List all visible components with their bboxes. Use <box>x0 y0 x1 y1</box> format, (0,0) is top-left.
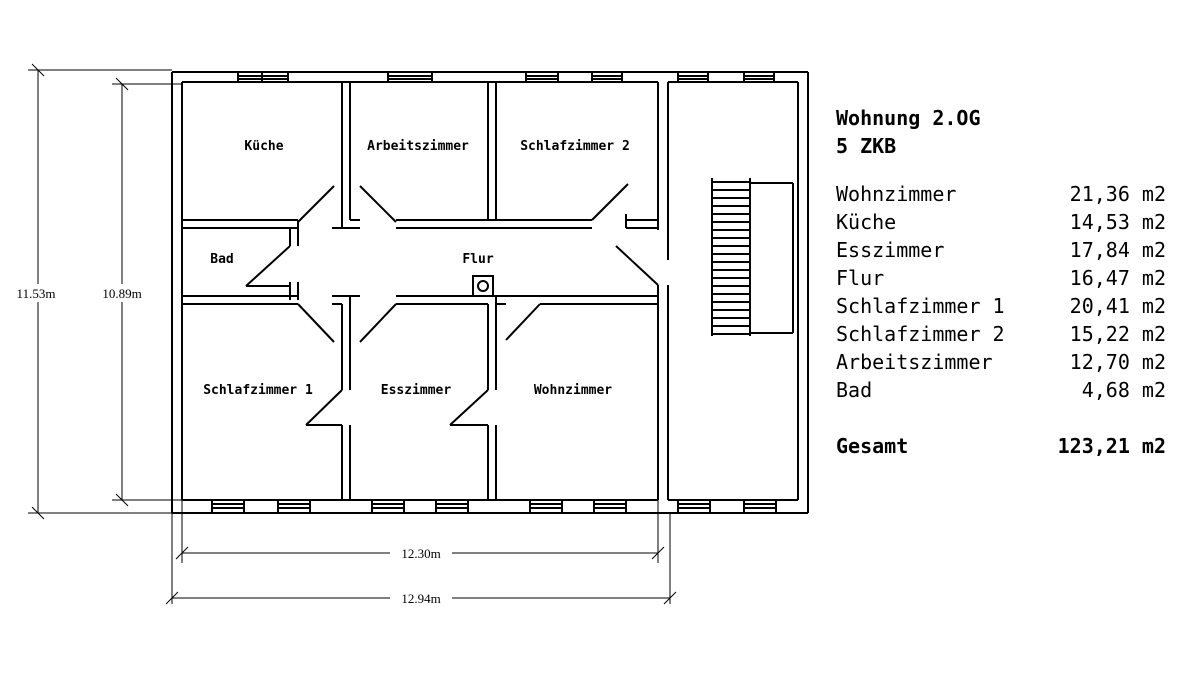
total-label: Gesamt <box>836 434 909 458</box>
room-name: Schlafzimmer 2 <box>836 322 1005 346</box>
room-area: 20,41 m2 <box>1069 294 1166 318</box>
area-summary: Wohnung 2.OG 5 ZKB Wohnzimmer 21,36 m2 Kü… <box>836 104 1166 460</box>
apartment-type: 5 ZKB <box>836 134 897 158</box>
room-label-wohnzimmer: Wohnzimmer <box>534 383 612 398</box>
room-name: Küche <box>836 210 897 234</box>
room-name: Bad <box>836 378 873 402</box>
room-area: 16,47 m2 <box>1069 266 1166 290</box>
outer-height-label: 11.53m <box>17 286 56 301</box>
room-name: Flur <box>836 266 885 290</box>
list-item: Schlafzimmer 2 15,22 m2 <box>836 320 1166 348</box>
room-label-flur: Flur <box>462 252 493 267</box>
windows-top <box>237 72 775 82</box>
inner-width-label: 12.30m <box>401 546 440 561</box>
room-label-kueche: Küche <box>244 139 283 154</box>
room-label-schlafzimmer1: Schlafzimmer 1 <box>203 383 313 398</box>
interior-walls <box>182 82 669 500</box>
outer-width-label: 12.94m <box>401 591 440 606</box>
room-name: Wohnzimmer <box>836 182 957 206</box>
room-area-list: Wohnzimmer 21,36 m2 Küche 14,53 m2 Esszimm… <box>836 180 1166 404</box>
room-name: Schlafzimmer 1 <box>836 294 1005 318</box>
doors <box>245 183 659 426</box>
list-item: Arbeitszimmer 12,70 m2 <box>836 348 1166 376</box>
windows-bottom <box>211 500 777 513</box>
room-name: Esszimmer <box>836 238 945 262</box>
room-area: 15,22 m2 <box>1069 322 1166 346</box>
apartment-title: Wohnung 2.OG <box>836 106 981 130</box>
room-area: 17,84 m2 <box>1069 238 1166 262</box>
list-item: Schlafzimmer 1 20,41 m2 <box>836 292 1166 320</box>
list-item: Küche 14,53 m2 <box>836 208 1166 236</box>
chimney <box>472 275 494 297</box>
list-item: Bad 4,68 m2 <box>836 376 1166 404</box>
list-item: Esszimmer 17,84 m2 <box>836 236 1166 264</box>
inner-height-label: 10.89m <box>102 286 141 301</box>
room-name: Arbeitszimmer <box>836 350 993 374</box>
room-label-schlafzimmer2: Schlafzimmer 2 <box>520 139 630 154</box>
room-area: 4,68 m2 <box>1081 378 1166 402</box>
list-item: Wohnzimmer 21,36 m2 <box>836 180 1166 208</box>
room-area: 21,36 m2 <box>1069 182 1166 206</box>
room-label-esszimmer: Esszimmer <box>381 383 452 398</box>
room-label-bad: Bad <box>210 252 233 267</box>
total-area: 123,21 m2 <box>1057 434 1166 458</box>
room-label-arbeitszimmer: Arbeitszimmer <box>367 139 469 154</box>
floor-plan: 11.53m 10.89m 12.30m 12.94m Küche Arbeit… <box>16 63 809 606</box>
list-item: Flur 16,47 m2 <box>836 264 1166 292</box>
total-row: Gesamt 123,21 m2 <box>836 432 1166 460</box>
staircase <box>711 178 794 336</box>
room-area: 12,70 m2 <box>1069 350 1166 374</box>
room-area: 14,53 m2 <box>1069 210 1166 234</box>
